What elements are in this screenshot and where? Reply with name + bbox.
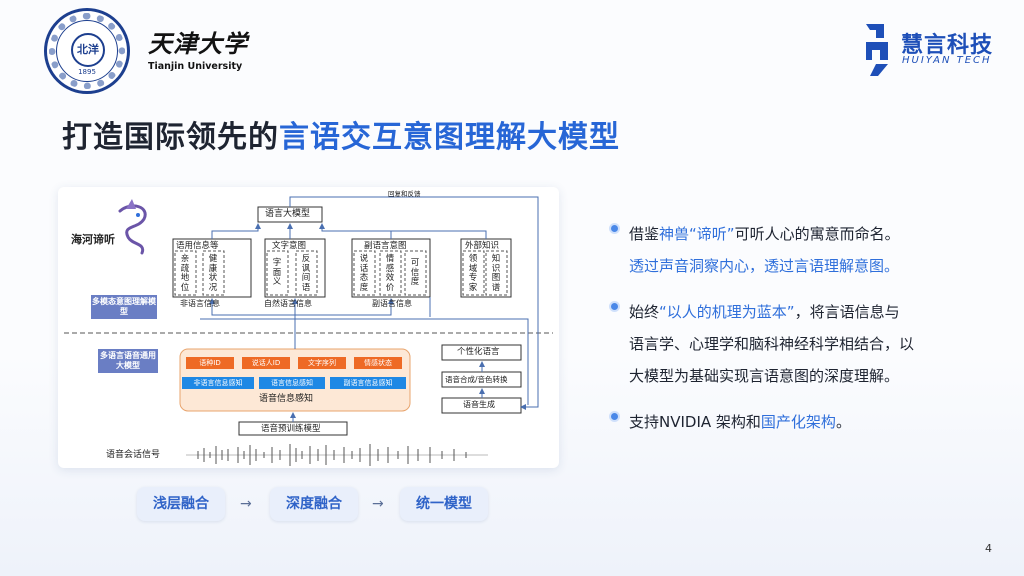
bullet-text: 借鉴 (629, 225, 660, 243)
bullet-text: ，将言语信息与 (794, 303, 900, 321)
bullet-highlight: 国产化架构 (760, 413, 836, 431)
speech-waveform (186, 444, 488, 466)
bullet-text: 语言学、心理学和脑科神经科学相结合，以 (629, 335, 915, 353)
seal-year: 1895 (78, 68, 96, 76)
bullet-highlight: 神兽“谛听” (659, 225, 735, 243)
llm-box-label: 语言大模型 (265, 209, 311, 219)
bullet-item: 支持NVIDIA 架构和国产化架构。 (611, 406, 991, 438)
bullet-list: 借鉴神兽“谛听”可听人心的寓意而命名。 透过声音洞察内心，透过言语理解意图。 始… (611, 218, 991, 452)
group-knowledge-title: 外部知识 (465, 241, 500, 251)
group-text-col-2: 反讽间语 (301, 254, 311, 293)
tianjin-university-wordmark: 天津大学 Tianjin University (148, 24, 248, 72)
title-dark-part: 打造国际领先的 (62, 120, 279, 155)
company-name-cn: 慧言科技 (901, 33, 994, 58)
speech-signal-label: 语音会话信号 (106, 450, 161, 460)
emotion-state-pill: 情感状态 (354, 357, 402, 369)
shallow-fusion-step: 浅层融合 (137, 487, 225, 521)
diting-brand-label: 海河谛听 (71, 233, 115, 246)
bullet-dot (611, 303, 618, 310)
unified-model-step: 统一模型 (400, 487, 488, 521)
feedback-label: 回复和反馈 (388, 190, 421, 198)
bullet-dot (611, 225, 618, 232)
language-id-pill: 语种ID (186, 357, 234, 369)
bullet-line: 支持NVIDIA 架构和国产化架构。 (629, 406, 991, 438)
diting-creature-icon (118, 199, 147, 255)
deep-fusion-step: 深度融合 (270, 487, 358, 521)
seal-emblem: 北洋 (71, 33, 105, 67)
group-paralinguistic-col-1: 说话态度 (359, 254, 369, 293)
company-name-en: HUIYAN TECH (902, 55, 992, 66)
group-text-caption: 自然语言信息 (264, 299, 312, 308)
university-name-en: Tianjin University (148, 61, 243, 72)
tianjin-university-seal-logo: 北洋 1895 (44, 8, 130, 94)
flow-arrow-icon: → (372, 496, 384, 512)
group-pragmatic-caption: 非语言信息 (180, 299, 220, 308)
group-paralinguistic-col-2: 情感效价 (385, 254, 395, 293)
bullet-text: 支持NVIDIA 架构和 (629, 413, 761, 431)
bullet-line: 透过声音洞察内心，透过言语理解意图。 (629, 250, 991, 282)
group-pragmatic-title: 语用信息等 (176, 241, 219, 251)
nonverbal-sensing-pill: 非语言信息感知 (182, 377, 254, 389)
group-knowledge-col-1: 领域专家 (468, 254, 478, 293)
group-paralinguistic-col-3: 可信度 (410, 258, 420, 287)
seal-ring (49, 13, 125, 89)
bullet-line: 借鉴神兽“谛听”可听人心的寓意而命名。 (629, 218, 991, 250)
architecture-diagram: 海河谛听 回复和反馈 语言大模型 语用信息等 亲疏地位 健康状况 非语言信息 文… (58, 187, 559, 468)
bullet-line: 大模型为基础实现言语意图的深度理解。 (629, 360, 991, 392)
bullet-text: 。 (835, 413, 851, 431)
tts-vc-label: 语音合成/音色转换 (445, 375, 508, 384)
group-pragmatic-col-1: 亲疏地位 (180, 254, 190, 293)
paraverbal-sensing-pill: 副语言信息感知 (330, 377, 406, 389)
speaker-id-pill: 说话人ID (242, 357, 290, 369)
group-text-col-1: 字面义 (272, 258, 282, 287)
group-pragmatic-col-2: 健康状况 (208, 254, 218, 293)
flow-arrow-icon: → (240, 496, 252, 512)
group-paralinguistic-title: 副语言意图 (364, 241, 407, 251)
bullet-text: 可听人心的寓意而命名。 (734, 225, 900, 243)
speech-generation-label: 语音生成 (463, 400, 495, 409)
bullet-item: 始终“以人的机理为蓝本”，将言语信息与 语言学、心理学和脑科神经科学相结合，以 … (611, 296, 991, 392)
bullet-dot (611, 413, 618, 420)
bullet-text: 大模型为基础实现言语意图的深度理解。 (629, 367, 900, 385)
title-accent-part: 言语交互意图理解大模型 (279, 120, 620, 155)
bullet-highlight: “以人的机理为蓝本” (659, 303, 795, 321)
university-name-cn: 天津大学 (148, 29, 248, 58)
multilingual-model-tag: 多语言语音通用大模型 (98, 349, 158, 373)
text-sequence-pill: 文字序列 (298, 357, 346, 369)
bullet-text: 始终 (629, 303, 660, 321)
multimodal-model-tag: 多模态意图理解模型 (91, 295, 157, 319)
page-number: 4 (985, 542, 992, 555)
bullet-item: 借鉴神兽“谛听”可听人心的寓意而命名。 透过声音洞察内心，透过言语理解意图。 (611, 218, 991, 282)
personalized-speech-label: 个性化语言 (457, 347, 500, 357)
pretrain-model-label: 语音预训练模型 (261, 424, 321, 434)
bullet-line: 语言学、心理学和脑科神经科学相结合，以 (629, 328, 991, 360)
bullet-highlight: 透过声音洞察内心，透过言语理解意图。 (629, 257, 900, 275)
huiyan-logo-icon (866, 24, 888, 76)
slide-title: 打造国际领先的言语交互意图理解大模型 (62, 112, 620, 156)
perception-caption: 语音信息感知 (259, 394, 314, 404)
bullet-line: 始终“以人的机理为蓝本”，将言语信息与 (629, 296, 991, 328)
group-knowledge-col-2: 知识图谱 (491, 254, 501, 293)
verbal-sensing-pill: 语言信息感知 (259, 377, 325, 389)
group-paralinguistic-caption: 副语言信息 (372, 299, 412, 308)
group-text-title: 文字意图 (272, 241, 307, 251)
